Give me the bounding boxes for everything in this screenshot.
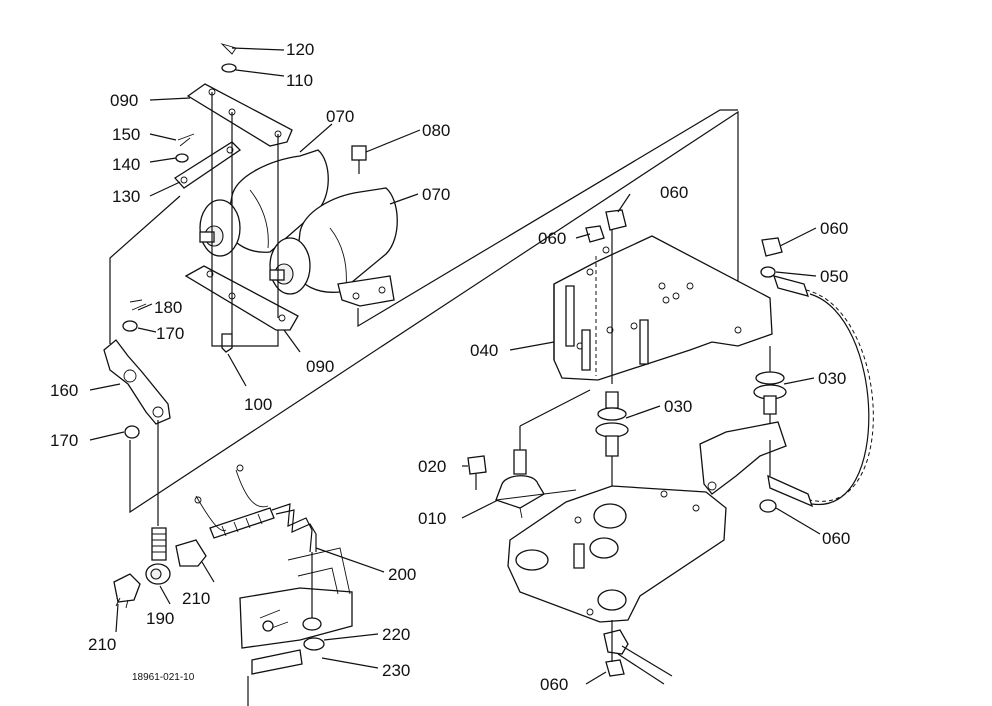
lower-bracket-090 <box>184 265 299 331</box>
callout-040: 040 <box>470 341 498 360</box>
solenoid-assembly <box>174 43 398 353</box>
bolt-080 <box>351 145 367 161</box>
callout-170-lower: 170 <box>50 431 78 450</box>
callout-100: 100 <box>244 395 272 414</box>
callout-150: 150 <box>112 125 140 144</box>
callout-060-bottom: 060 <box>540 675 568 694</box>
callout-130: 130 <box>112 187 140 206</box>
callout-220: 220 <box>382 625 410 644</box>
linkage-assembly <box>103 110 739 609</box>
callout-060-cable-bottom: 060 <box>822 529 850 548</box>
clip-210-left <box>113 573 141 603</box>
callout-060-plate-left: 060 <box>538 229 566 248</box>
callout-080: 080 <box>422 121 450 140</box>
callout-210-clip: 210 <box>88 635 116 654</box>
callout-050: 050 <box>820 267 848 286</box>
callout-230: 230 <box>382 661 410 680</box>
lever-160 <box>103 339 171 425</box>
leader-lines <box>89 47 821 685</box>
callout-070-rear: 070 <box>326 107 354 126</box>
plate-040 <box>553 235 773 381</box>
callout-190: 190 <box>146 609 174 628</box>
callout-170-upper: 170 <box>156 324 184 343</box>
washer-110 <box>221 63 237 73</box>
throttle-cable-050 <box>699 275 874 513</box>
callout-030-middle: 030 <box>664 397 692 416</box>
upper-bracket-090 <box>186 83 293 147</box>
gear-case-cover <box>507 485 727 685</box>
solenoid-070-front <box>295 187 398 293</box>
callout-060-cable-top: 060 <box>820 219 848 238</box>
callout-060-plate-top: 060 <box>660 183 688 202</box>
callout-020: 020 <box>418 457 446 476</box>
isolator-010 <box>495 475 545 509</box>
nut-210-right <box>175 539 207 567</box>
bolt-020 <box>467 455 487 475</box>
solenoid-070-rear <box>225 149 329 253</box>
callout-180: 180 <box>154 298 182 317</box>
callout-210-nut: 210 <box>182 589 210 608</box>
callout-110: 110 <box>286 71 313 90</box>
callout-070-front: 070 <box>422 185 450 204</box>
callout-labels: 120 110 090 070 080 150 140 130 070 060 … <box>50 40 850 694</box>
callout-140: 140 <box>112 155 140 174</box>
figure-code: 18961-021-10 <box>132 672 195 683</box>
callout-120: 120 <box>286 40 314 59</box>
callout-200: 200 <box>388 565 416 584</box>
callout-010: 010 <box>418 509 446 528</box>
callout-160: 160 <box>50 381 78 400</box>
callout-030-right: 030 <box>818 369 846 388</box>
pump-housing <box>239 547 353 706</box>
callout-090-lower: 090 <box>306 357 334 376</box>
strap-130 <box>174 141 242 189</box>
callout-090-upper: 090 <box>110 91 138 110</box>
mounting-plate-assembly <box>357 109 783 384</box>
